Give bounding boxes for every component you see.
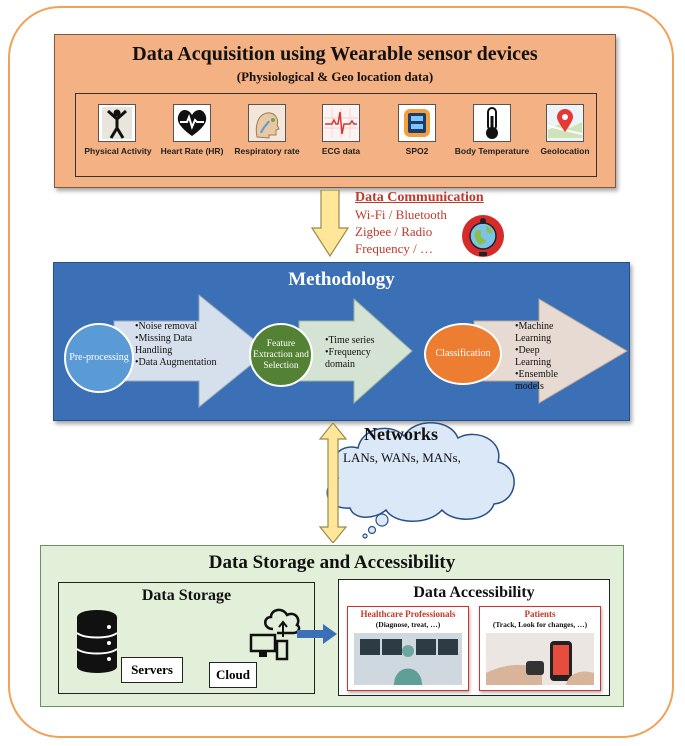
card-healthcare-professionals: Healthcare Professionals (Diagnose, trea… — [347, 606, 469, 691]
sensor-label: Geolocation — [540, 146, 590, 156]
data-storage-box: Data Storage Servers Cloud — [58, 582, 315, 694]
down-arrow — [310, 190, 350, 258]
networks-title: Networks — [364, 424, 438, 444]
step-classification: Classification — [424, 323, 502, 385]
step-bullets: •Time series •Frequency domain — [325, 335, 395, 371]
bullet-item: •Missing Data Handling — [135, 333, 193, 356]
card-title: Patients — [524, 609, 556, 619]
communication-line: Wi-Fi / Bluetooth — [355, 207, 447, 222]
step-bullets: •Machine Learning •Deep Learning •Ensemb… — [515, 321, 577, 393]
data-acquisition-panel: Data Acquisition using Wearable sensor d… — [54, 34, 616, 188]
data-accessibility-title: Data Accessibility — [413, 584, 535, 601]
person-icon — [98, 104, 136, 142]
communication-line: Frequency / … — [355, 241, 433, 256]
sensor-row: Physical Activity Heart Rate (HR) Respir… — [75, 93, 597, 177]
step-feature-extraction: Feature Extraction and Selection — [249, 323, 313, 387]
database-icon — [76, 610, 118, 673]
communication-line: Zigbee / Radio — [355, 224, 433, 239]
bullet-item: •Data Augmentation — [135, 357, 217, 368]
networks-subtitle: LANs, WANs, MANs, — [343, 450, 461, 465]
sensor-label: Body Temperature — [454, 146, 530, 156]
acquisition-title: Data Acquisition using Wearable sensor d… — [132, 43, 538, 65]
methodology-panel: Methodology Pre-processing •Noise remova… — [53, 262, 630, 421]
card-subtitle: (Track, Look for changes, …) — [492, 620, 588, 629]
cloud-label: Cloud — [209, 662, 257, 688]
sensor-label: ECG data — [321, 146, 361, 156]
methodology-title: Methodology — [288, 269, 395, 290]
respiratory-icon — [248, 104, 286, 142]
bullet-item: •Frequency domain — [325, 347, 371, 370]
bullet-item: •Machine Learning — [515, 321, 554, 344]
process-arrows — [113, 293, 628, 409]
double-arrow — [318, 423, 348, 543]
bullet-item: •Noise removal — [135, 321, 198, 332]
patient-photo — [486, 633, 594, 685]
communication-title: Data Communication — [355, 190, 484, 205]
bullet-item: •Time series — [325, 335, 375, 346]
thermometer-icon — [473, 104, 511, 142]
acquisition-subtitle: (Physiological & Geo location data) — [236, 69, 434, 84]
sensor-label: Respiratory rate — [234, 146, 300, 156]
map-pin-icon — [546, 104, 584, 142]
card-subtitle: (Diagnose, treat, …) — [375, 620, 441, 629]
right-arrow — [297, 624, 337, 644]
card-title: Healthcare Professionals — [360, 609, 456, 619]
sensor-label: Heart Rate (HR) — [160, 146, 224, 156]
storage-title: Data Storage and Accessibility — [208, 552, 456, 573]
oximeter-icon — [398, 104, 436, 142]
doctor-photo — [354, 633, 462, 685]
storage-panel: Data Storage and Accessibility Data Stor… — [40, 545, 624, 707]
data-storage-title: Data Storage — [141, 587, 232, 604]
outer-frame — [8, 6, 674, 738]
bullet-item: •Deep Learning — [515, 345, 552, 368]
ecg-icon — [322, 104, 360, 142]
sensor-label: Physical Activity — [84, 146, 152, 156]
globe-icon — [462, 215, 504, 257]
card-patients: Patients (Track, Look for changes, …) — [479, 606, 601, 691]
servers-label: Servers — [121, 657, 183, 683]
step-preprocessing: Pre-processing — [64, 323, 134, 393]
heart-rate-icon — [173, 104, 211, 142]
step-bullets: •Noise removal •Missing Data Handling •D… — [135, 321, 217, 369]
cloud-computer-icon — [249, 608, 301, 661]
data-accessibility-box: Data Accessibility Healthcare Profession… — [338, 579, 610, 696]
bullet-item: •Ensemble models — [515, 369, 558, 392]
sensor-label: SPO2 — [405, 146, 429, 156]
